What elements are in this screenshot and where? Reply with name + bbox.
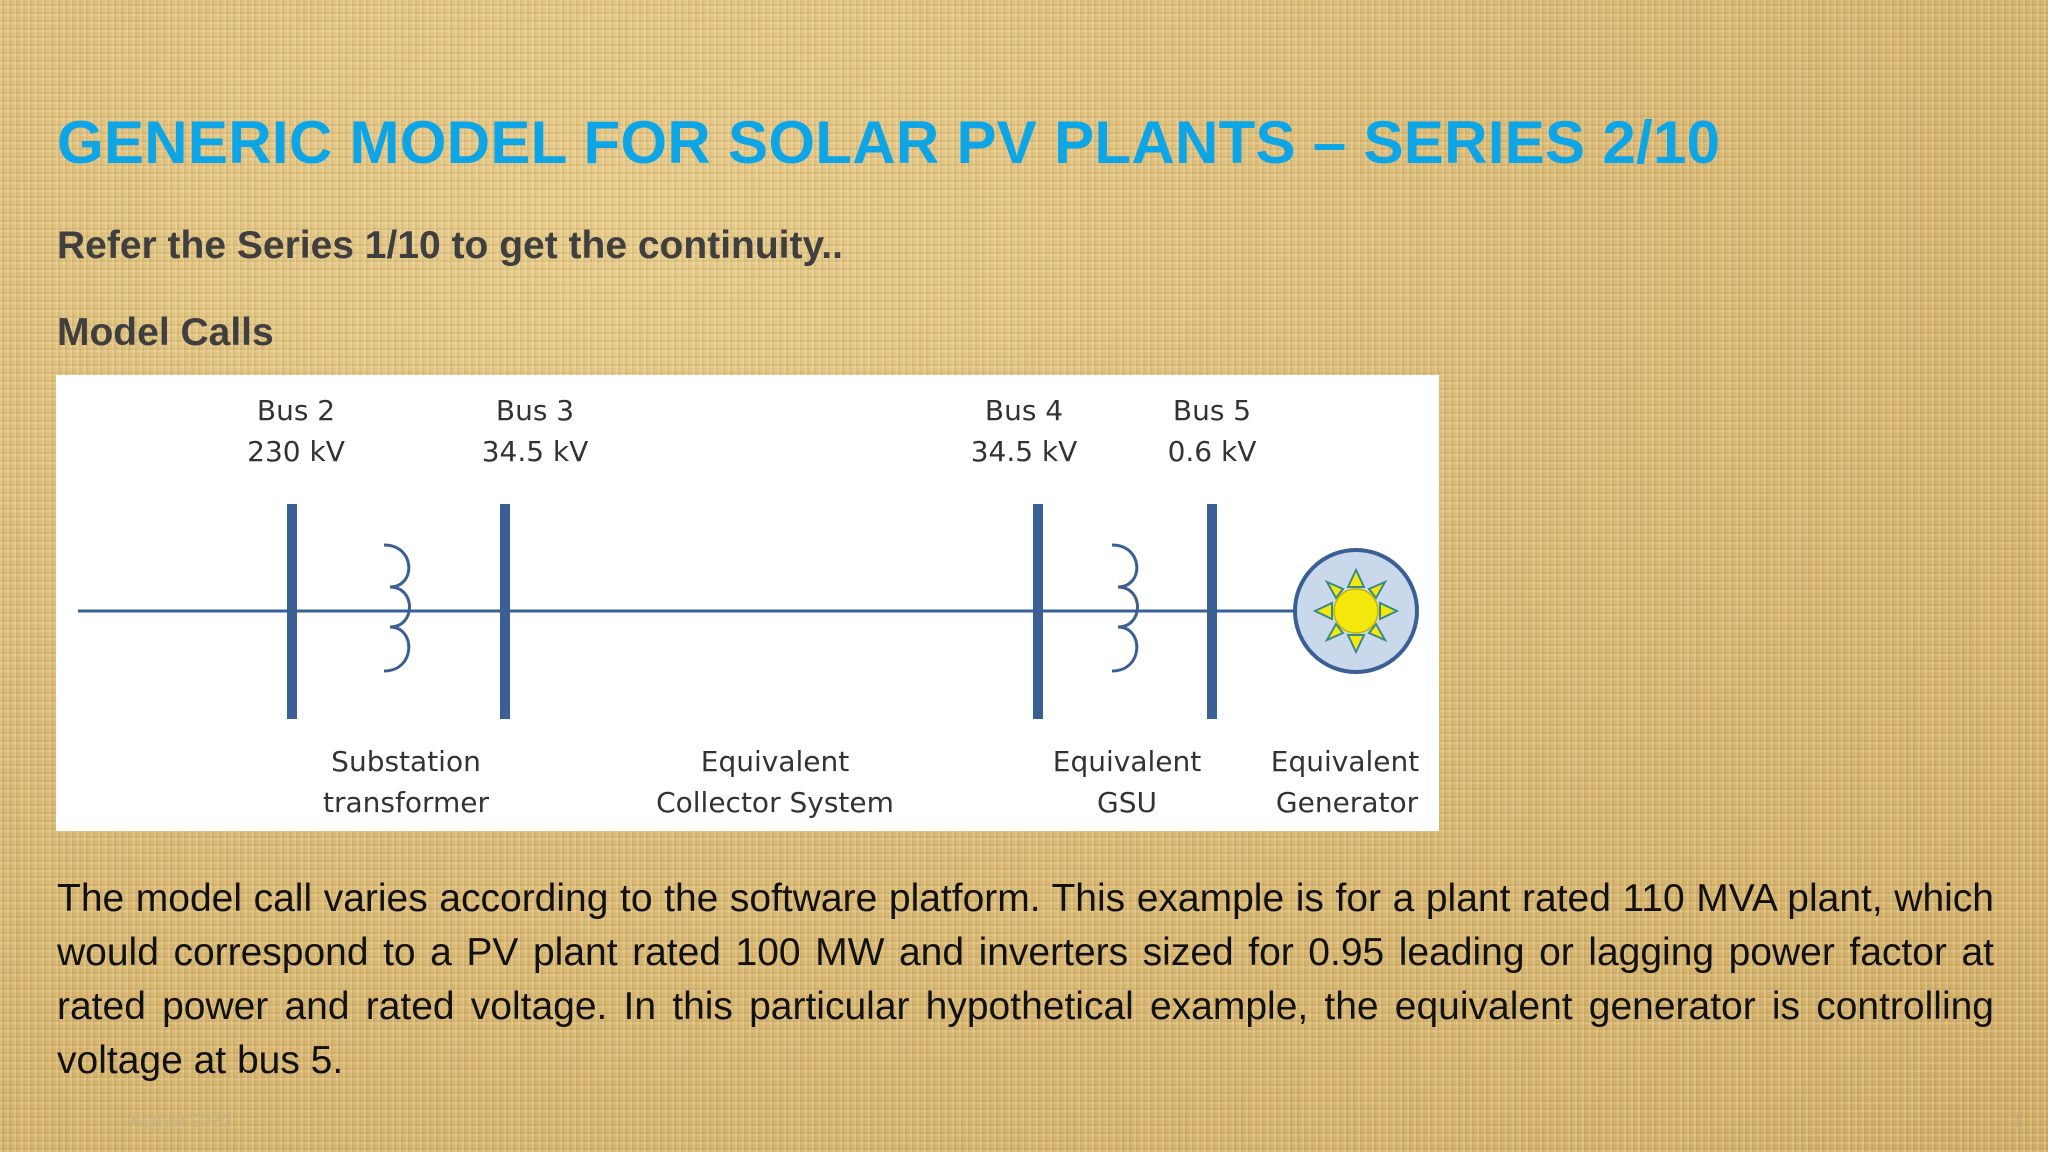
slide-title: GENERIC MODEL FOR SOLAR PV PLANTS – SERI… — [57, 109, 1721, 176]
substation-transformer-label-2: transformer — [323, 786, 489, 819]
bus-2-voltage: 230 kV — [247, 435, 345, 468]
bus-3-name: Bus 3 — [496, 394, 574, 427]
bus-3-bar — [500, 504, 510, 719]
body-paragraph: The model call varies according to the s… — [57, 877, 1994, 1082]
collector-system-label-2: Collector System — [656, 786, 894, 819]
one-line-diagram-svg: Bus 2 230 kV Bus 3 34.5 kV Bus 4 34.5 kV… — [78, 394, 1419, 819]
footer-date: August 2020 — [130, 1111, 232, 1131]
gsu-transformer-icon — [1111, 543, 1139, 673]
slide-subtitle: Refer the Series 1/10 to get the continu… — [57, 224, 843, 267]
bus-4-voltage: 34.5 kV — [971, 435, 1078, 468]
bus-3-voltage: 34.5 kV — [482, 435, 589, 468]
bus-2-bar — [287, 504, 297, 719]
substation-transformer-label-1: Substation — [331, 745, 481, 778]
bus-4-name: Bus 4 — [985, 394, 1063, 427]
section-heading-model-calls: Model Calls — [57, 311, 274, 354]
one-line-diagram: Bus 2 230 kV Bus 3 34.5 kV Bus 4 34.5 kV… — [56, 375, 1439, 831]
generator-label-1: Equivalent — [1271, 745, 1419, 778]
bus-5-voltage: 0.6 kV — [1168, 435, 1257, 468]
solar-generator-icon — [1293, 548, 1419, 674]
bus-5-name: Bus 5 — [1173, 394, 1251, 427]
substation-transformer-icon — [383, 543, 411, 673]
bus-5-bar — [1207, 504, 1217, 719]
collector-system-label-1: Equivalent — [701, 745, 849, 778]
gsu-label-1: Equivalent — [1053, 745, 1201, 778]
gsu-label-2: GSU — [1097, 786, 1157, 819]
generator-label-2: Generator — [1276, 786, 1419, 819]
bus-4-bar — [1033, 504, 1043, 719]
bus-2-name: Bus 2 — [257, 394, 335, 427]
page-number: 1 — [2011, 1111, 2022, 1131]
